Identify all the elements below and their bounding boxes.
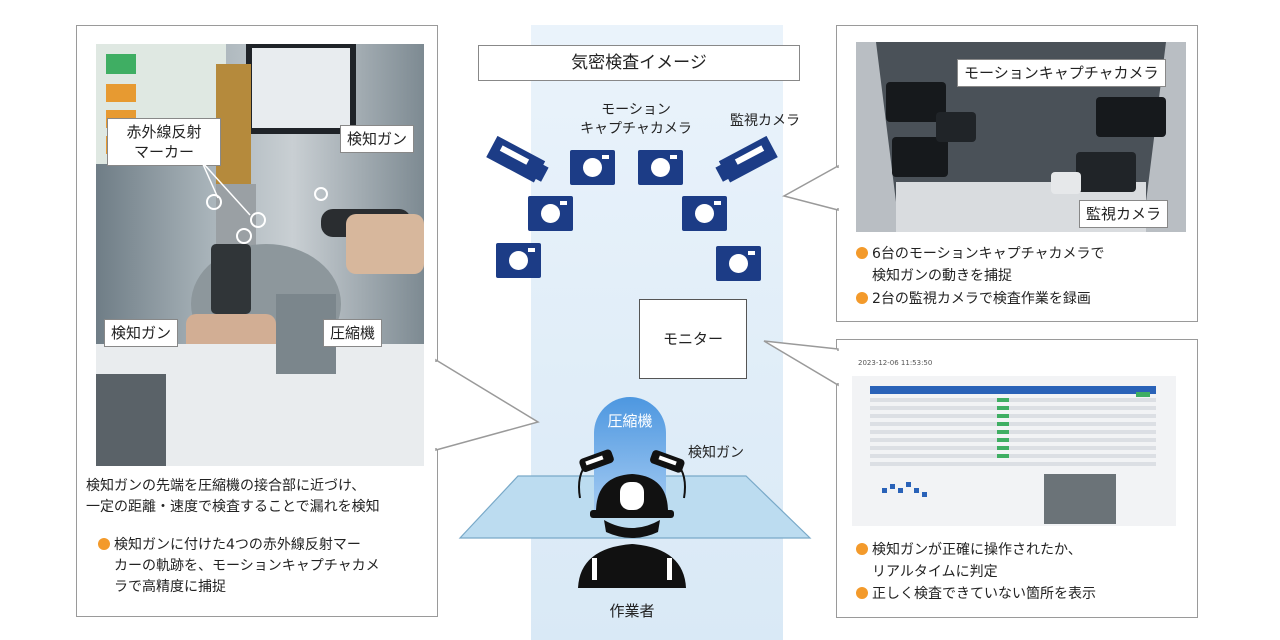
mocap-camera-icon (638, 150, 683, 185)
left-bullet-line-2: カーの軌跡を、モーションキャプチャカメ (114, 558, 380, 574)
bullet-icon (98, 538, 110, 550)
label-mocap-camera: モーションキャプチャカメラ (957, 59, 1166, 87)
worker-icon (578, 449, 686, 588)
mocap-camera-icon (682, 196, 727, 231)
left-bullet-line-3: ラで高精度に捕捉 (114, 579, 226, 595)
left-callout-tail (434, 358, 540, 451)
left-bullet: 検知ガンに付けた4つの赤外線反射マー (98, 535, 361, 556)
label-surveillance-camera: 監視カメラ (1079, 200, 1169, 228)
inspection-photo (96, 44, 424, 466)
worker-label: 作業者 (609, 602, 655, 620)
marker-leader-lines (201, 161, 251, 216)
bullet-icon (856, 543, 868, 555)
right-top-callout-tail (781, 164, 840, 211)
monitor-camera-label: 監視カメラ (730, 113, 800, 129)
right-top-bullet-1: 6台のモーションキャプチャカメラで (856, 244, 1105, 265)
monitor-screen-photo: 2023-12-06 11:53:50 (852, 354, 1176, 526)
surveillance-camera-icon-left (486, 136, 549, 183)
label-compressor: 圧縮機 (323, 319, 383, 347)
label-gun-bottom: 検知ガン (104, 319, 179, 347)
surveillance-camera-icon-right (715, 136, 778, 183)
bullet-icon (856, 292, 868, 304)
left-caption-line-1: 検知ガンの先端を圧縮機の接合部に近づけ、 (86, 478, 366, 494)
label-gun-top: 検知ガン (340, 125, 415, 153)
left-caption-line-2: 一定の距離・速度で検査することで漏れを検知 (86, 499, 380, 515)
monitor-box: モニター (639, 299, 747, 379)
right-top-bullet-1-line-2: 検知ガンの動きを捕捉 (872, 268, 1012, 284)
label-ir-marker: 赤外線反射 マーカー (107, 118, 221, 166)
screen-timestamp: 2023-12-06 11:53:50 (858, 359, 933, 367)
monitor-screen-art (852, 354, 1176, 526)
bullet-icon (856, 247, 868, 259)
inspection-photo-art (96, 44, 424, 466)
right-bottom-bullet-1: 検知ガンが正確に操作されたか、 (856, 540, 1082, 561)
mocap-camera-icon (496, 243, 541, 278)
right-bottom-bullet-1-line-2: リアルタイムに判定 (872, 564, 998, 580)
center-gun-label: 検知ガン (688, 445, 744, 461)
mocap-camera-label: モーション キャプチャカメラ (580, 102, 692, 137)
compressor-label: 圧縮機 (607, 412, 653, 430)
diagram-title: 気密検査イメージ (478, 45, 800, 81)
mocap-camera-icon (570, 150, 615, 185)
mocap-camera-icon (528, 196, 573, 231)
mocap-camera-icon (716, 246, 761, 281)
right-top-bullet-2: 2台の監視カメラで検査作業を録画 (856, 289, 1091, 310)
right-bottom-callout-tail (763, 340, 840, 387)
bullet-icon (856, 587, 868, 599)
right-bottom-bullet-2: 正しく検査できていない箇所を表示 (856, 584, 1096, 605)
